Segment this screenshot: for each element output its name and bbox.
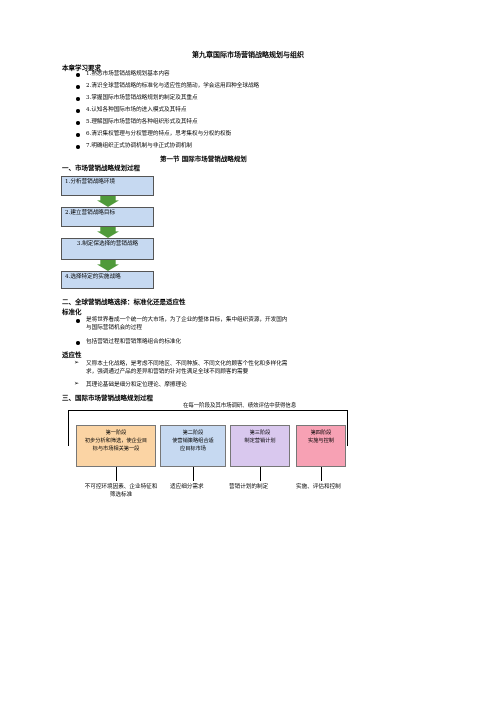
flow-step-3: 3.制定保选择的营销战略 [61,238,154,260]
stage-2: 第二阶段 使营销策略组合适 应目标市场 [160,425,226,467]
section-heading: 第一节 国际市场营销战略规划 [160,155,247,163]
flow-step-2: 2.建立营销战略目标 [61,207,154,227]
stage-4: 第四阶段 实施与控制 [296,425,346,467]
connector-line [193,467,194,481]
bullet-icon [76,73,80,77]
list-item: 6.清识集权管理与分权管理的特点，思考集权与分权的权衡 [86,131,232,137]
bullet-icon [76,85,80,89]
stage-3-name: 第三阶段 [249,430,271,436]
connector-line [321,467,322,481]
stage-4-name: 第四阶段 [310,430,332,436]
list-item: 5.理解国际市场营销的各种组织形式及其特点 [86,119,198,125]
objectives-heading: 本章学习要求 [62,64,101,72]
part1-heading: 一、市场营销战略规划过程 [62,164,140,172]
stage-1: 第一阶段 初步分析和筛选，使企业目 标与市场相关第一段 [76,425,156,467]
bullet-icon [76,97,80,101]
list-item: 3.掌握国际市场营销战略规划的制定及其重点 [86,95,198,101]
part3-heading: 三、国际市场营销战略规划过程 [62,394,153,402]
down-arrow-icon [97,260,119,271]
bullet-icon [76,121,80,125]
list-item-cont: 求，强调通过产品的差异和营销的针对性满足全球不同顾客的需要 [86,369,249,375]
page-title: 第九章国际市场营销战略规划与组织 [192,50,304,59]
list-item: 2.清识全球营销战略的标准化与适应性的腈动，学会运用四种全球战略 [86,83,260,89]
stage-3: 第三阶段 制定营销计划 [230,425,290,467]
list-item: 1.熟悉市场营销战略规划基本内容 [86,71,170,77]
standardization-heading: 标准化 [62,308,82,316]
bullet-icon [76,109,80,113]
stage-note-1: 不可控环境因素、企业特征和 筛选标准 [76,483,166,499]
loop-line-top [68,410,348,411]
list-item: 又称本土化战略，是考虑不同地区、不同种族、不同文化的顾客个性化和多样化需 [86,361,288,367]
list-item: 包括营销过程和营销策略组合的标准化 [86,339,182,345]
stage-1-desc: 初步分析和筛选，使企业目 [84,438,148,444]
connector-line [260,467,261,481]
stage-1-desc2: 标与市场相关第一段 [92,446,140,452]
stage-note-2: 适应细分需求 [170,484,204,490]
flow-step-1: 1.分析营销战略环境 [61,176,154,196]
bullet-icon [76,133,80,137]
stage-2-desc2: 应目标市场 [180,446,206,452]
bullet-icon [76,145,80,149]
flow-step-4: 4.选择特定的实施战略 [61,271,154,289]
stage-note-3: 营销计划的制定 [229,484,269,490]
stage-3-desc: 制定营销计划 [244,438,276,444]
list-item: 是将世界看成一个统一的大市场，为了企业的整体目标，集中组织资源，开发国内 [86,317,288,323]
list-item: 4.认知各种国际市场的进入模式及其特点 [86,107,187,113]
connector-line [116,467,117,481]
stage-note-1-line1: 不可控环境因素、企业特征和 [84,484,158,490]
loop-label: 在每一阶段及其市场调研、绩效评估中获得信息 [180,402,300,410]
down-arrow-icon [97,196,119,207]
stage-note-4: 实施、评估和控制 [296,484,341,490]
bullet-icon [76,319,80,323]
list-item-cont: 与国际营销机会的过程 [86,325,142,331]
stage-2-name: 第二阶段 [182,430,204,436]
loop-line-left [68,410,69,446]
stage-1-name: 第一阶段 [105,430,127,436]
bullet-icon [76,341,80,345]
part2-heading: 二、全球营销战略选择：标准化还是适应性 [62,298,186,306]
arrow-bullet-icon: ➢ [74,359,80,366]
arrow-bullet-icon: ➢ [74,380,80,387]
list-item: 7.明确组织正式协调机制与非正式协调机制 [86,143,193,149]
list-item: 其理论基础是细分和定位理论、摩擦理论 [86,382,187,388]
stage-2-desc: 使营销策略组合适 [172,438,214,444]
stage-note-1-line2: 筛选标准 [109,492,133,498]
down-arrow-icon [97,227,119,238]
loop-line-right [347,410,348,446]
adaptation-heading: 适应性 [62,351,82,359]
stage-4-desc: 实施与控制 [308,438,334,444]
